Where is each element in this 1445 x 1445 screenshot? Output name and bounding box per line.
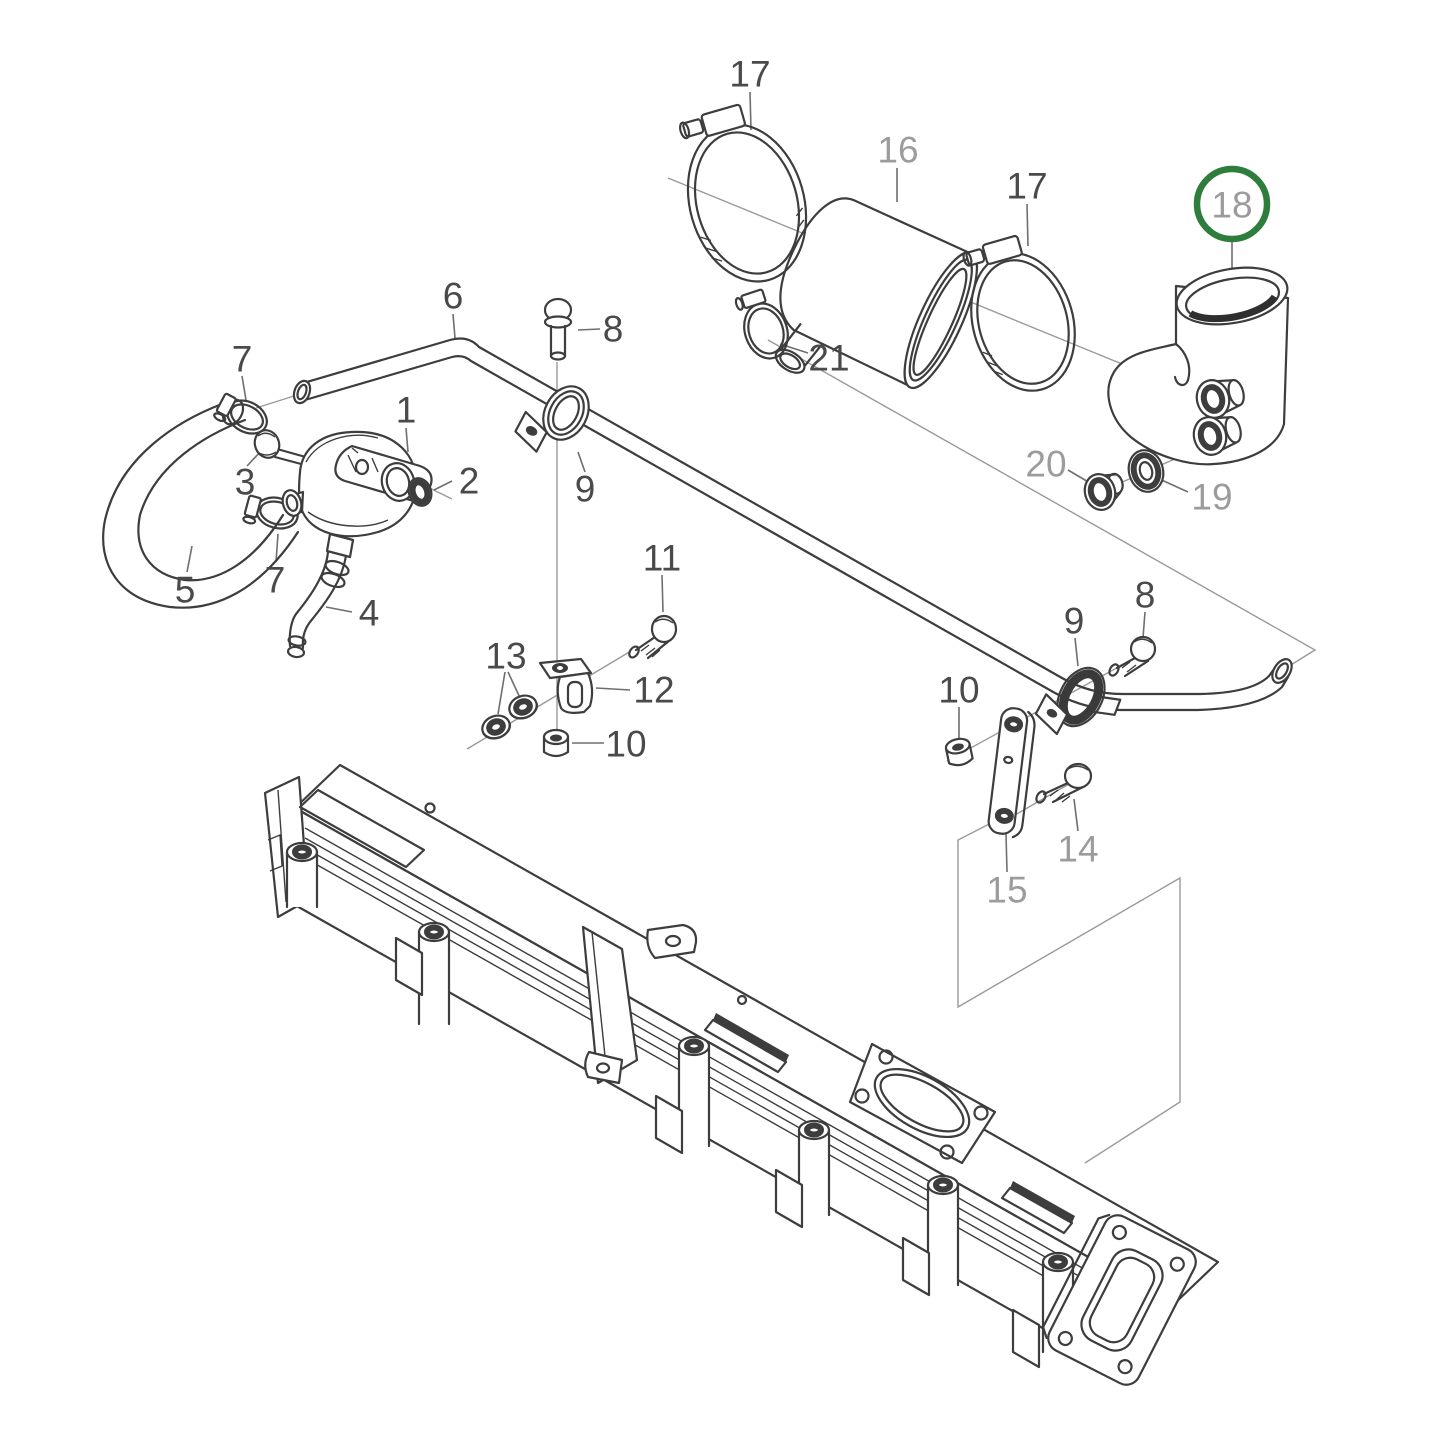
callout-13: 13	[485, 636, 526, 677]
manifold-boss	[926, 1174, 960, 1287]
callout-8-left: 8	[603, 309, 624, 350]
manifold	[263, 763, 1220, 1386]
callout-6: 6	[443, 276, 464, 317]
manifold-boss	[285, 841, 319, 909]
hose-clamp-17-left	[679, 103, 808, 283]
manifold-gasket-flange	[848, 1042, 997, 1165]
callout-19: 19	[1191, 477, 1232, 518]
callout-8-right: 8	[1135, 575, 1156, 616]
callout-17-right: 17	[1006, 166, 1047, 207]
callout-21: 21	[808, 338, 849, 379]
callout-12: 12	[633, 670, 674, 711]
gasket-2	[407, 477, 433, 507]
callout-2: 2	[459, 461, 480, 502]
nut-13-a	[508, 694, 538, 720]
manifold-end-flange	[1041, 1213, 1197, 1386]
callout-11: 11	[643, 538, 681, 579]
clamp-9-right	[1034, 666, 1122, 736]
thermostat-housing-1	[281, 430, 433, 559]
callout-9-left: 9	[575, 469, 596, 510]
hose-clamp-21	[734, 288, 789, 360]
manifold-boss	[677, 1035, 711, 1148]
bolt-8-right	[1108, 635, 1157, 678]
hose-4	[286, 550, 350, 659]
manifold-boss	[417, 921, 451, 1026]
leader-lines	[186, 91, 1233, 873]
nut-13-b	[481, 714, 511, 740]
elbow-boss-upper	[1195, 379, 1245, 419]
callout-18: 18	[1211, 185, 1252, 226]
bolt-14	[1035, 762, 1093, 804]
manifold-boss	[797, 1119, 831, 1217]
callout-5: 5	[175, 570, 196, 611]
nut-10-right	[944, 737, 974, 767]
plug-20	[1083, 472, 1124, 511]
bolt-8-left	[543, 297, 573, 361]
hose-clamp-7-upper	[213, 392, 268, 435]
hose-clamp-17-right	[962, 234, 1076, 392]
callout-7-lower: 7	[265, 560, 286, 601]
elbow-18	[1107, 266, 1290, 466]
callout-7-upper: 7	[232, 339, 253, 380]
callout-3: 3	[235, 462, 256, 503]
callout-20: 20	[1025, 444, 1066, 485]
callout-10-right: 10	[938, 670, 979, 711]
plate-15	[987, 707, 1036, 839]
callout-4: 4	[359, 593, 380, 634]
callout-14: 14	[1057, 829, 1098, 870]
elbow-boss-lower	[1192, 416, 1242, 456]
highlight-circle-18	[1193, 165, 1271, 243]
clamp-9-left	[514, 385, 590, 453]
callout-17-left: 17	[729, 54, 770, 95]
callout-15: 15	[986, 870, 1027, 911]
bracket-12	[538, 657, 594, 714]
callout-10-left: 10	[605, 724, 646, 765]
callout-9-right: 9	[1064, 601, 1085, 642]
hose-clamp-7-lower	[242, 494, 299, 530]
callout-1: 1	[396, 390, 417, 431]
nut-10-left	[542, 728, 570, 758]
bolt-11	[628, 614, 678, 660]
sleeve-16	[774, 197, 979, 390]
highlight-layer	[1193, 165, 1271, 243]
callout-16: 16	[877, 130, 918, 171]
washer-19	[1127, 449, 1165, 493]
